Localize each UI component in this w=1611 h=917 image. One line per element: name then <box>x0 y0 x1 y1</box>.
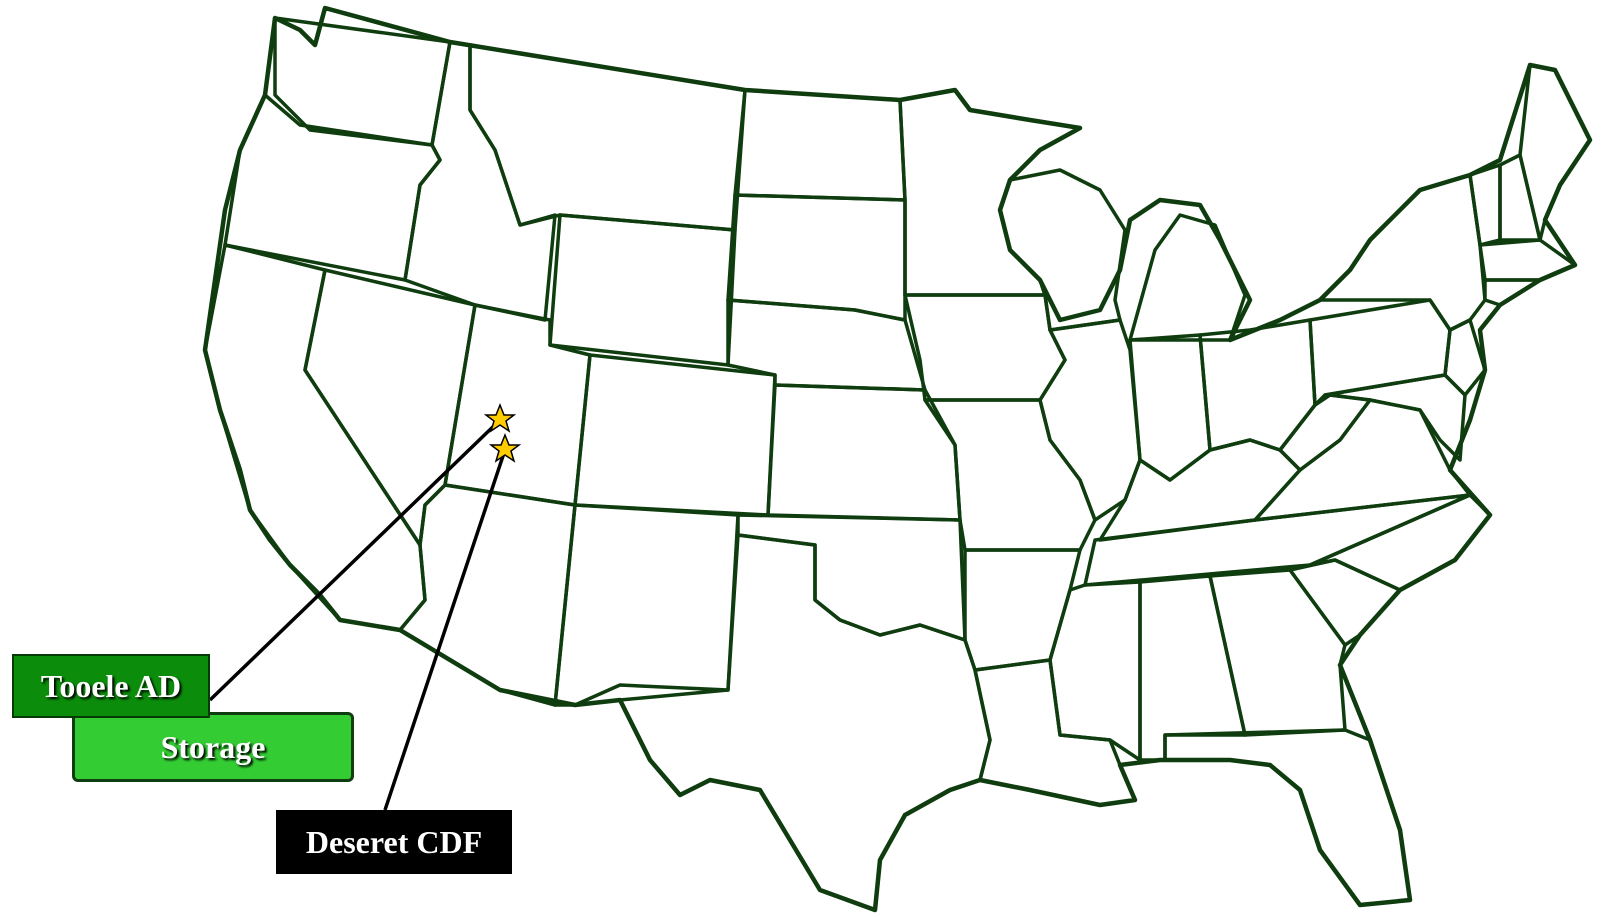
state-north-carolina <box>1308 493 1492 592</box>
tooele-ad-label: Tooele AD <box>12 654 210 718</box>
state-missouri <box>923 398 1097 552</box>
state-florida <box>1163 728 1412 907</box>
state-mississippi <box>1048 580 1142 762</box>
state-maine <box>1518 63 1592 242</box>
state-utah <box>443 303 592 507</box>
state-connecticut-ri <box>1483 278 1542 307</box>
state-south-carolina <box>1288 558 1402 647</box>
state-pennsylvania <box>1308 298 1452 407</box>
state-maryland-delaware <box>1323 373 1467 462</box>
state-iowa <box>903 293 1067 402</box>
state-massachusetts <box>1478 238 1577 282</box>
state-michigan <box>1128 213 1247 342</box>
state-west-virginia <box>1278 393 1372 472</box>
state-wisconsin <box>998 168 1127 332</box>
deseret-cdf-label: Deseret CDF <box>276 810 512 874</box>
state-kentucky <box>1098 438 1302 542</box>
state-wyoming <box>548 213 737 367</box>
state-arizona <box>398 483 577 707</box>
leader-line-deseret <box>383 449 507 811</box>
state-new-jersey <box>1443 318 1487 397</box>
state-illinois <box>1038 318 1142 522</box>
tooele-star-icon[interactable] <box>483 402 517 433</box>
state-louisiana <box>973 658 1137 807</box>
state-new-mexico <box>553 503 740 707</box>
state-georgia <box>1208 568 1347 737</box>
state-vermont <box>1468 163 1502 247</box>
deseret-star-icon[interactable] <box>488 432 522 463</box>
storage-label: Storage <box>72 712 354 782</box>
state-nebraska <box>726 298 927 392</box>
state-minnesota <box>898 88 1082 297</box>
state-kansas <box>766 383 962 522</box>
state-montana <box>468 43 747 232</box>
state-colorado <box>573 353 777 517</box>
state-texas <box>618 533 992 912</box>
state-nevada <box>303 268 477 547</box>
state-california <box>203 243 427 632</box>
state-virginia <box>1253 398 1472 522</box>
state-north-dakota <box>733 88 907 202</box>
state-idaho <box>403 40 557 322</box>
state-new-hampshire <box>1498 153 1542 242</box>
state-oklahoma <box>736 513 967 642</box>
state-new-york <box>1318 173 1487 332</box>
leader-line-tooele <box>208 418 502 702</box>
